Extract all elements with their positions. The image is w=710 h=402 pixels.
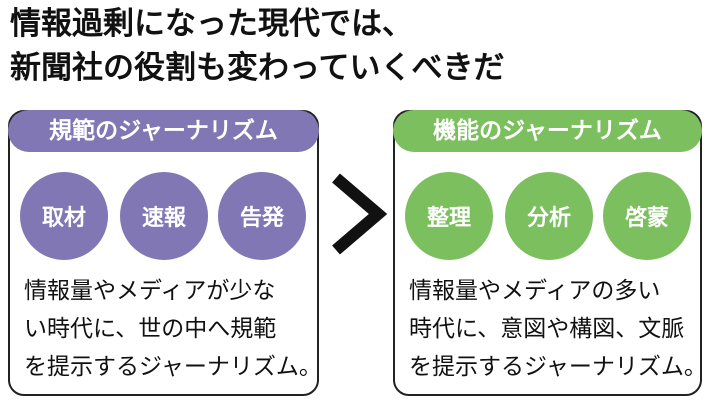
circle-coverage: 取材	[20, 172, 108, 260]
normative-journalism-title: 規範のジャーナリズム	[8, 110, 319, 152]
chevron-right-icon	[332, 173, 388, 255]
description-line: を提示するジャーナリズム。	[409, 354, 707, 380]
headline-line-1: 情報過剰になった現代では、	[10, 6, 413, 42]
normative-journalism-panel: 規範のジャーナリズム 取材 速報 告発 情報量やメディアが少な い時代に、世の中…	[8, 110, 322, 396]
functional-journalism-panel: 機能のジャーナリズム 整理 分析 啓蒙 情報量やメディアの多い 時代に、意図や構…	[393, 110, 707, 396]
description-line: い時代に、世の中へ規範	[24, 316, 277, 342]
circle-breaking-news: 速報	[120, 172, 208, 260]
functional-journalism-title: 機能のジャーナリズム	[393, 110, 702, 152]
circle-enlightenment: 啓蒙	[603, 172, 691, 260]
circle-analysis: 分析	[505, 172, 593, 260]
circle-exposure: 告発	[218, 172, 306, 260]
description-line: を提示するジャーナリズム。	[24, 354, 322, 380]
headline-line-2: 新聞社の役割も変わっていくべきだ	[10, 50, 505, 86]
normative-journalism-description: 情報量やメディアが少な い時代に、世の中へ規範 を提示するジャーナリズム。	[24, 272, 322, 386]
headline: 情報過剰になった現代では、 新聞社の役割も変わっていくべきだ	[10, 2, 504, 90]
functional-journalism-description: 情報量やメディアの多い 時代に、意図や構図、文脈 を提示するジャーナリズム。	[409, 272, 707, 386]
description-line: 情報量やメディアの多い	[409, 278, 661, 304]
circle-organizing: 整理	[405, 172, 493, 260]
description-line: 時代に、意図や構図、文脈	[409, 316, 685, 342]
description-line: 情報量やメディアが少な	[24, 278, 276, 304]
